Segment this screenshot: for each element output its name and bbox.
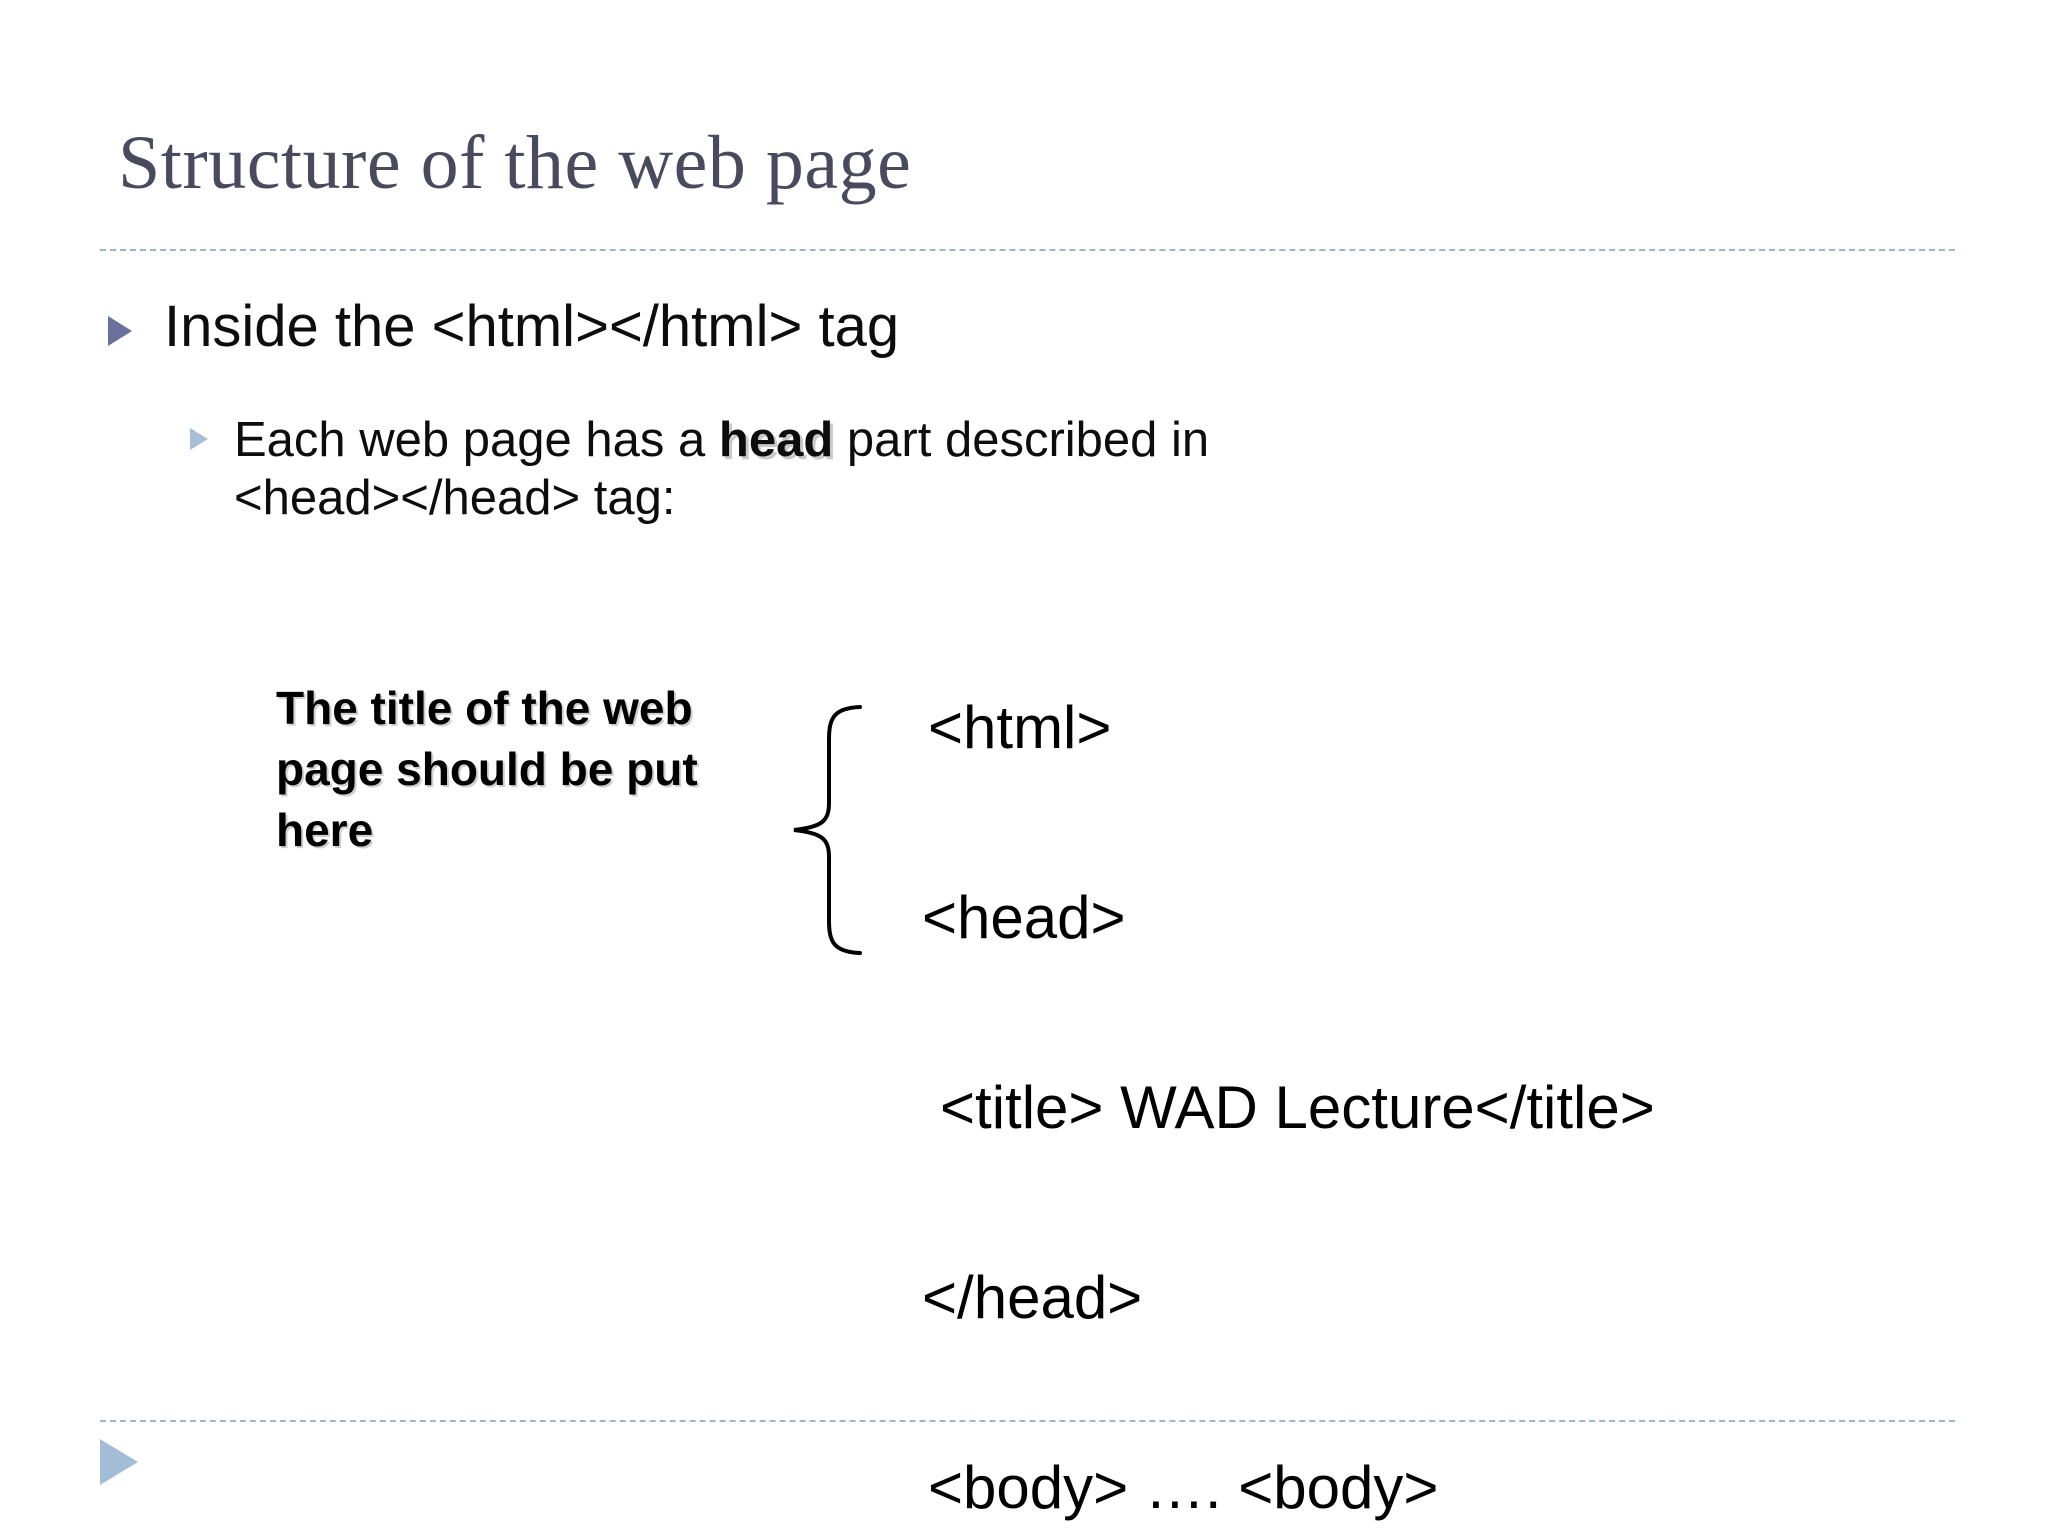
code-line: <html> — [928, 694, 1112, 761]
title-divider — [100, 249, 1955, 251]
bullet-level1: Inside the <html></html> tag — [108, 296, 899, 357]
code-line: <head> — [922, 884, 1126, 951]
bullet-level2-text-after: part described in <head></head> tag: — [234, 413, 1210, 525]
bullet-level2: Each web page has a head part described … — [190, 412, 1234, 528]
code-line: <title> WAD Lecture</title> — [940, 1074, 1655, 1141]
bullet-level2-text-before: Each web page has a — [234, 413, 719, 467]
bullet-level2-label: Each web page has a head part described … — [234, 412, 1234, 528]
code-line: <body> …. <body> — [928, 1454, 1439, 1521]
code-line: </head> — [922, 1264, 1143, 1331]
triangle-bullet-icon — [190, 428, 208, 450]
callout-title-note: The title of the web page should be put … — [276, 682, 698, 857]
footer-divider — [100, 1420, 1955, 1422]
bullet-level1-label: Inside the <html></html> tag — [164, 294, 900, 359]
curly-brace-shape — [788, 705, 898, 955]
bullet-level2-emphasis: head — [718, 413, 834, 467]
triangle-bullet-icon — [108, 316, 132, 346]
triangle-nav-icon[interactable] — [100, 1439, 138, 1485]
code-snippet: <html> <head> <title> WAD Lecture</title… — [900, 588, 1655, 1536]
page-title: Structure of the web page — [118, 121, 912, 205]
